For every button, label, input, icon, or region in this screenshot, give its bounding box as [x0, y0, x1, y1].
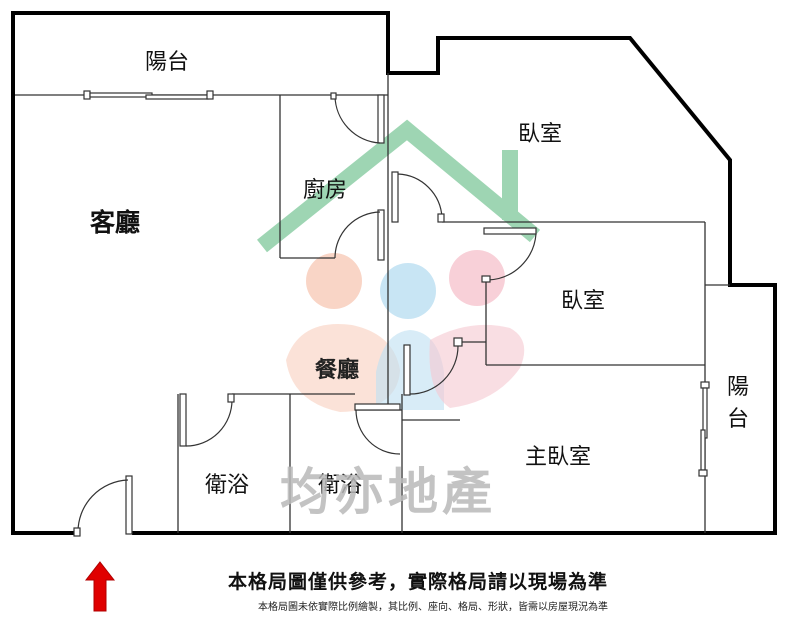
watermark-house-logo — [257, 119, 541, 412]
door-kitchen-living — [334, 209, 385, 261]
room-label-dining-room: 餐廳 — [315, 358, 360, 383]
window-balcony-right — [698, 381, 710, 477]
watermark-company-name: 均亦地產 — [280, 463, 496, 521]
disclaimer-sub: 本格局圖未依實際比例繪製，其比例、座向、格局、形狀，皆需以房屋現況為準 — [258, 602, 608, 613]
disclaimer-main: 本格局圖僅供參考，實際格局請以現場為準 — [228, 571, 609, 593]
door-dining-master — [403, 337, 463, 396]
door-kitchen-balcony — [330, 92, 385, 144]
room-label-balcony-top: 陽台 — [145, 50, 190, 75]
door-entrance — [73, 475, 133, 537]
room-label-bathroom-2: 衛浴 — [318, 473, 363, 498]
door-bathroom-1 — [179, 393, 235, 447]
balcony-right-char-1: 陽 — [726, 375, 749, 400]
room-label-balcony-right: 陽 台 — [718, 372, 758, 436]
door-master-bedroom — [354, 403, 401, 455]
outer-walls — [11, 11, 777, 535]
room-label-master-bedroom: 主臥室 — [525, 445, 592, 470]
room-label-bathroom-1: 衛浴 — [205, 473, 250, 498]
door-bedroom-1 — [391, 171, 445, 223]
door-bedroom-2 — [481, 227, 537, 283]
room-label-kitchen: 廚房 — [303, 178, 348, 203]
window-balcony-top — [83, 90, 214, 100]
room-label-bedroom-1: 臥室 — [518, 122, 563, 147]
room-label-bedroom-2: 臥室 — [561, 289, 606, 314]
room-label-living-room: 客廳 — [90, 208, 141, 237]
entrance-arrow — [84, 561, 116, 612]
balcony-right-char-2: 台 — [726, 407, 749, 432]
